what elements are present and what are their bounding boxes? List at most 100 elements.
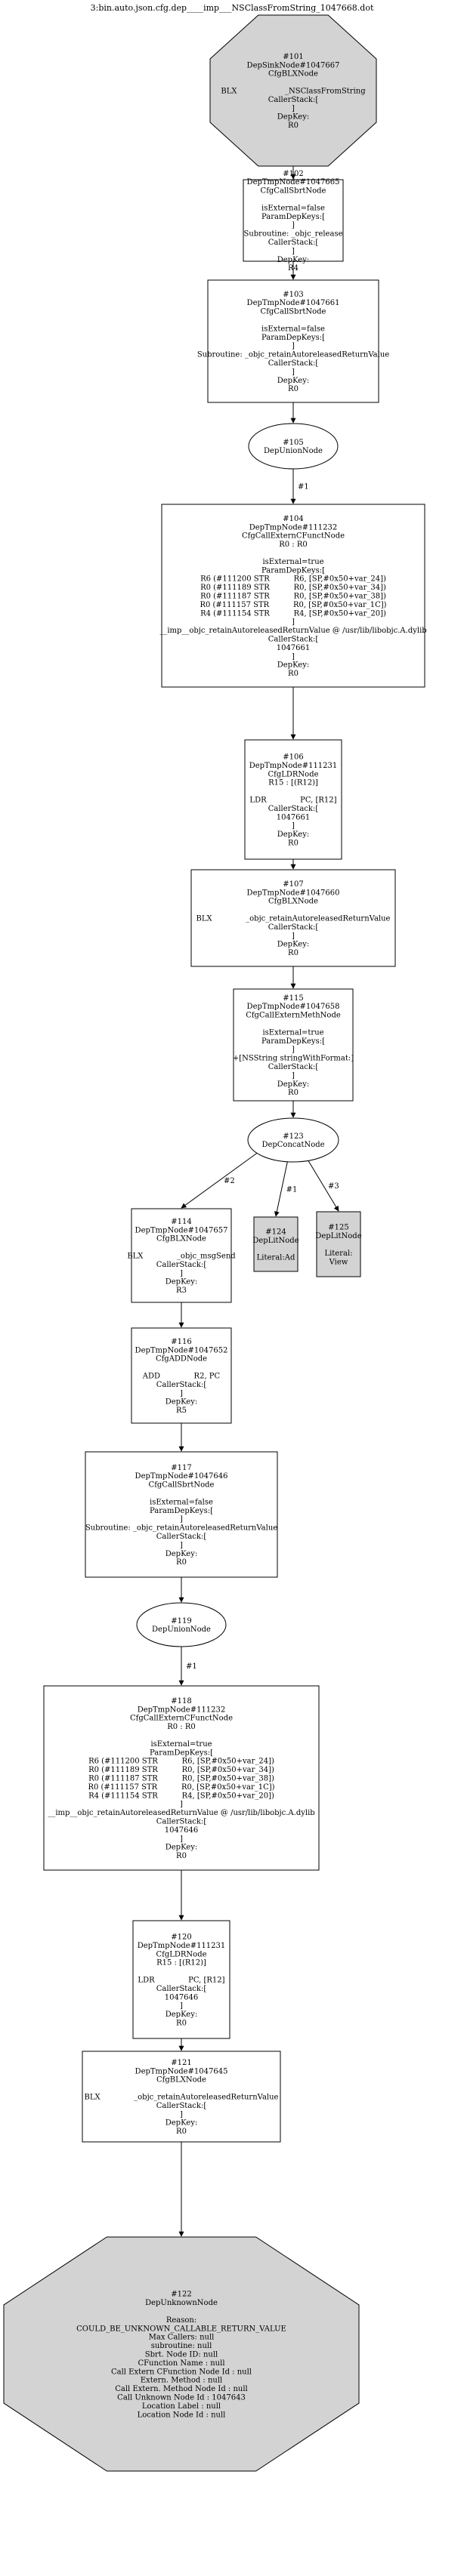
node-text-line: #104 [283, 515, 303, 523]
node-text-line: #124 [265, 1228, 286, 1236]
node-text-line: 1047646 [165, 1993, 199, 2001]
node-text-line: R3 [176, 1286, 187, 1295]
node-text-line: CallerStack:[ [268, 805, 319, 813]
edge-n123-n125 [308, 1160, 339, 1212]
node-text-line: ] [180, 2002, 183, 2011]
node-shape-rect [82, 2051, 281, 2143]
node-text-line: R0 [288, 385, 299, 393]
node-text-line: R6 (#111200 STR R6, [SP,#0x50+var_24]) [88, 1758, 274, 1766]
node-shape-rect [43, 1685, 320, 1871]
node-shape-rect [207, 279, 379, 403]
node-text-line: BLX _objc_retainAutoreleasedReturnValue [85, 2094, 279, 2102]
node-text-line: DepTmpNode#1047657 [135, 1226, 228, 1234]
node-text-line: DepTmpNode#1047665 [247, 178, 340, 186]
node-text-line: DepSinkNode#1047667 [247, 61, 340, 69]
node-text-line: ParamDepKeys:[ [261, 566, 325, 575]
node-text-line: DepKey: [277, 113, 309, 122]
node-text-line: ADD R2, PC [142, 1373, 221, 1381]
node-text-line: DepKey: [277, 941, 309, 949]
node-text-line: ] [180, 1389, 183, 1397]
node-text-line: 1047661 [277, 813, 311, 821]
node-text-line: Call Extern CFunction Node Id : null [111, 2368, 252, 2376]
graph-node-n115: #115DepTmpNode#1047658CfgCallExternMethN… [233, 988, 354, 1102]
node-text-line: R6 (#111200 STR R6, [SP,#0x50+var_24]) [200, 575, 386, 584]
node-text-line: #105 [283, 439, 303, 447]
node-text-line: subroutine: null [151, 2342, 212, 2350]
node-text-line: ParamDepKeys:[ [261, 334, 325, 342]
node-text-line: #106 [283, 753, 303, 762]
node-text-line: #121 [171, 2059, 191, 2067]
node-text-line: Extern. Method : null [141, 2377, 223, 2385]
node-text-line: CallerStack:[ [156, 1533, 207, 1541]
node-text-line: R15 : [(R12)] [156, 1959, 206, 1967]
node-text-line: DepKey: [165, 2011, 197, 2019]
node-text-line: Location Node Id : null [138, 2411, 226, 2419]
node-text-line: ] [180, 1269, 183, 1277]
node-text-line: DepUnionNode [264, 447, 323, 455]
node-text-line: CallerStack:[ [156, 1985, 207, 1993]
node-text-line: CallerStack:[ [156, 2102, 207, 2110]
node-text-line: R0 (#111157 STR R0, [SP,#0x50+var_1C]) [200, 601, 386, 609]
node-text-line: #101 [283, 53, 303, 61]
node-text-line: +[NSString stringWithFormat:] [233, 1055, 354, 1063]
node-text-line: ParamDepKeys:[ [261, 213, 325, 221]
node-text-line: Subroutine: _objc_retainAutoreleasedRetu… [197, 351, 389, 359]
node-shape-rect [243, 179, 344, 262]
node-text-line: Max Callers: null [149, 2334, 215, 2342]
node-text-line: isExternal=true [262, 1028, 323, 1037]
graph-title: 3:bin.auto.json.cfg.dep____imp___NSClass… [91, 3, 374, 13]
node-text-line: CfgCallSbrtNode [261, 187, 326, 196]
node-text-line: ] [292, 342, 295, 350]
node-text-line: #117 [171, 1464, 191, 1472]
node-text-line: isExternal=false [261, 325, 325, 333]
node-text-line: ParamDepKeys:[ [150, 1507, 213, 1515]
node-text-line: __imp__objc_retainAutoreleasedReturnValu… [48, 1809, 314, 1817]
node-shape-octagon [3, 2236, 360, 2472]
node-text-line: DepKey: [165, 1844, 197, 1852]
edge-label: #1 [186, 1662, 197, 1671]
node-shape-rect [132, 1920, 230, 2039]
node-text-line: DepKey: [165, 1278, 197, 1286]
graph-node-n104: #104DepTmpNode#111232CfgCallExternCFunct… [159, 504, 427, 688]
node-text-line: ] [180, 1541, 183, 1549]
node-text-line: #118 [171, 1697, 191, 1706]
node-shape-ellipse [247, 1117, 339, 1163]
node-text-line: R0 (#111189 STR R0, [SP,#0x50+var_34]) [88, 1766, 274, 1774]
node-text-line: BLX _objc_retainAutoreleasedReturnValue [196, 915, 391, 923]
node-text-line: Reason: [166, 2316, 196, 2325]
node-text-line: ParamDepKeys:[ [150, 1749, 213, 1757]
node-text-line: R0 [288, 1089, 299, 1097]
node-shape-rect [131, 1208, 232, 1303]
node-text-line: BLX _NSClassFromString [221, 88, 366, 96]
node-text-line: R4 (#111154 STR R4, [SP,#0x50+var_20]) [88, 1792, 274, 1800]
node-text-line: ] [292, 618, 295, 627]
node-text-line: #123 [283, 1132, 303, 1141]
node-text-line: ] [180, 1835, 183, 1843]
node-text-line: ] [292, 652, 295, 661]
node-text-line: CfgCallExternCFunctNode [130, 1715, 233, 1723]
node-text-line: DepConcatNode [261, 1141, 324, 1149]
node-text-line: CfgCallExternCFunctNode [242, 532, 345, 541]
node-text-line: R0 : R0 [279, 541, 308, 549]
graph-node-n103: #103DepTmpNode#1047661CfgCallSbrtNodeisE… [197, 279, 389, 403]
node-text-line: Literal: [324, 1249, 352, 1258]
node-text-line: CfgBLXNode [156, 1235, 206, 1243]
node-shape-rect [161, 504, 425, 688]
node-text-line: 1047661 [277, 644, 311, 652]
node-text-line: R0 (#111187 STR R0, [SP,#0x50+var_38]) [88, 1775, 274, 1783]
node-shape-octagon [209, 14, 377, 167]
edge-label: #2 [224, 1177, 235, 1185]
node-text-line: CallerStack:[ [268, 359, 319, 368]
node-text-line: DepKey: [165, 1550, 197, 1558]
node-text-line: DepTmpNode#1047660 [247, 889, 340, 897]
